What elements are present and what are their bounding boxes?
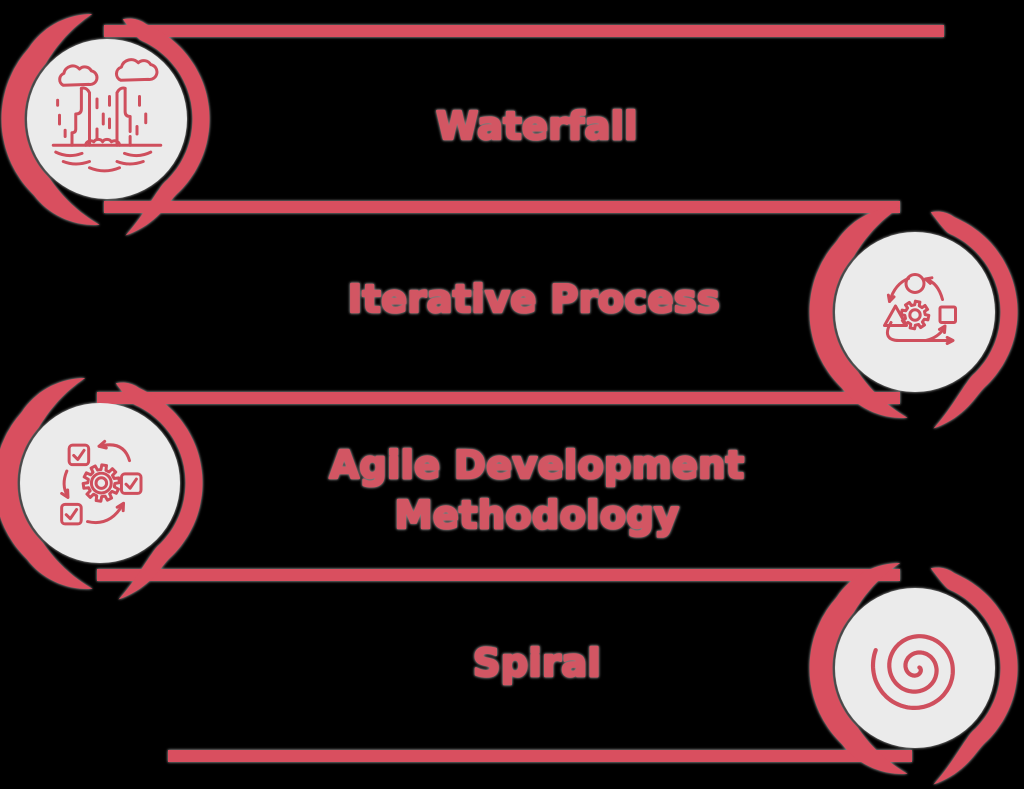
connector-line-3 (97, 392, 900, 404)
connector-line-1 (104, 25, 944, 37)
iterative-process-icon (883, 273, 957, 345)
node-spiral (809, 563, 1018, 785)
iterative-process-label: Iterative Process (348, 277, 720, 321)
iterative-ring-swoosh (809, 207, 1018, 429)
agile-label-line2: Methodology (395, 493, 680, 537)
node-agile (0, 378, 203, 600)
node-waterfall (1, 14, 210, 236)
waterfall-label: Waterfall (436, 104, 638, 148)
spiral-icon (870, 634, 955, 710)
waterfall-icon (51, 58, 163, 173)
agile-disc (20, 403, 180, 563)
connector-lines (97, 25, 944, 762)
agile-ring-swoosh (0, 378, 203, 600)
waterfall-ring-swoosh (1, 14, 210, 236)
spiral-ring-swoosh (809, 563, 1018, 785)
connector-line-5 (168, 750, 912, 762)
connector-line-4 (97, 569, 900, 581)
connector-line-2 (104, 201, 900, 213)
spiral-label: Spiral (473, 641, 601, 685)
node-iterative-process (809, 207, 1018, 429)
iterative-disc (835, 232, 995, 392)
waterfall-disc (27, 39, 187, 199)
agile-icon (60, 439, 143, 526)
agile-label-line1: Agile Development (330, 443, 745, 487)
spiral-disc (835, 588, 995, 748)
